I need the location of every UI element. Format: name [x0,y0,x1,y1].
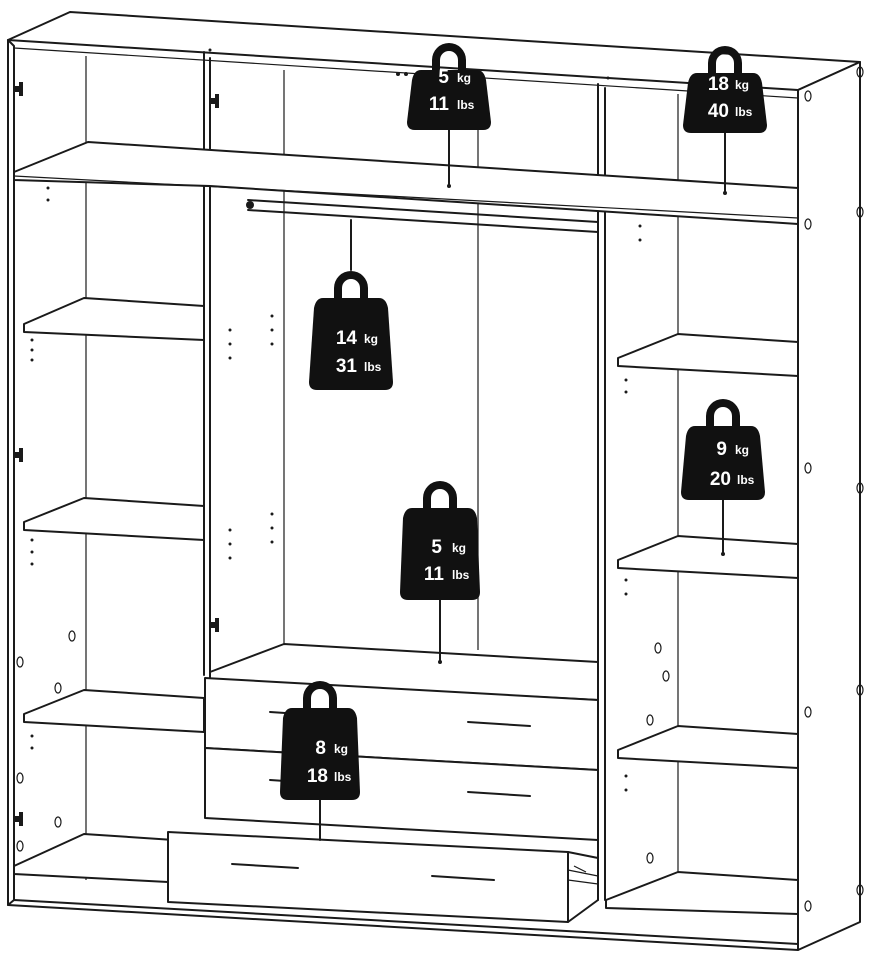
drawer-3-open [167,831,599,923]
weight-indicator-top-right: 18 kg 40 lbs [683,46,767,195]
weight-lbs-value: 18 [307,766,328,787]
weight-lbs-unit: lbs [735,105,753,119]
weight-lbs-unit: lbs [457,98,475,112]
weight-kg-value: 9 [716,439,727,460]
weight-kg-unit: kg [457,71,471,85]
weight-lbs-value: 40 [708,101,729,122]
weight-lbs-unit: lbs [452,568,470,582]
weight-lbs-value: 20 [710,469,731,490]
back-outline [7,39,799,951]
weight-indicator-right-shelf: 9 kg 20 lbs [681,399,765,556]
weight-icon [683,46,767,133]
right-shelf-3 [617,725,799,769]
weight-kg-value: 8 [315,738,326,759]
weight-icon [400,481,480,600]
weight-kg-value: 14 [336,328,358,349]
weight-lbs-value: 11 [429,94,450,115]
weight-indicator-top-middle: 5 kg 11 lbs [407,43,491,188]
bottom-plinth [7,899,799,945]
weight-kg-unit: kg [334,742,348,756]
hinges [13,82,219,826]
weight-indicator-hanging-rail: 14 kg 31 lbs [309,219,393,390]
shelf-pin-holes [30,48,642,792]
weight-lbs-value: 31 [336,356,358,377]
weight-kg-unit: kg [364,332,378,346]
weight-kg-value: 18 [708,74,729,95]
right-side-panel [797,61,861,951]
weight-lbs-unit: lbs [364,360,382,374]
weight-indicator-drawer: 8 kg 18 lbs [280,681,360,841]
top-shelf [13,141,799,225]
weight-kg-value: 5 [438,67,449,88]
weight-kg-unit: kg [452,541,466,555]
weight-kg-unit: kg [735,443,749,457]
weight-lbs-unit: lbs [334,770,352,784]
weight-lbs-unit: lbs [737,473,755,487]
left-shelf-3 [23,689,205,733]
left-divider [203,51,211,676]
left-shelf-2 [23,497,205,541]
hanging-rail [246,199,599,233]
left-shelf-1 [23,297,205,341]
weight-icon [280,681,360,800]
screw-holes [16,66,864,912]
weight-icon [309,271,393,390]
weight-icon [407,43,491,130]
weight-kg-unit: kg [735,78,749,92]
left-side-panel [7,39,15,901]
weight-icon [681,399,765,500]
top-shelf-front [13,175,799,219]
weight-kg-value: 5 [431,537,442,558]
right-shelf-2 [617,535,799,579]
weight-lbs-value: 11 [424,564,445,585]
right-shelf-1 [617,333,799,377]
right-bottom-shelf [605,871,799,915]
weight-indicator-middle-shelf: 5 kg 11 lbs [400,481,480,664]
